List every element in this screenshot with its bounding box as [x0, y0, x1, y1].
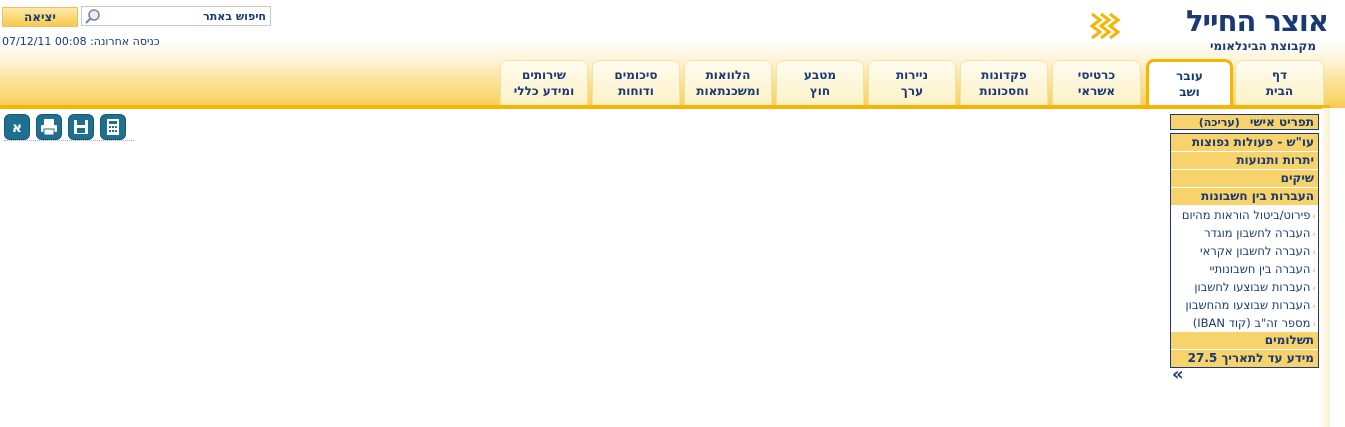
bullet-icon: › [1312, 320, 1316, 330]
bullet-icon: › [1312, 212, 1316, 222]
search-box [81, 6, 271, 26]
menu-category-balances[interactable]: יתרות ותנועות [1171, 152, 1318, 170]
brand-name: אוצר החייל [1185, 4, 1329, 38]
tab-label-line2: ומשכנתאות [696, 84, 760, 98]
menu-item-label: העברה לחשבון מוגדר [1204, 226, 1311, 240]
tab-label-line2: ושב [1179, 85, 1200, 99]
tab-label-line2: ודוחות [618, 84, 654, 98]
brand-logo[interactable]: אוצר החייל מקבוצת הבינלאומי [1088, 4, 1329, 56]
toolbar-divider [4, 140, 134, 141]
menu-category-info[interactable]: מידע עד לתאריך 27.5 [1171, 350, 1318, 367]
tab-current-account[interactable]: עובר ושב [1146, 59, 1233, 107]
tab-label-line1: עובר [1176, 69, 1203, 83]
tab-label-line2: ערך [900, 84, 924, 98]
page-toolbar: א [4, 113, 134, 141]
accessibility-icon[interactable]: א [4, 114, 30, 140]
tabs-underline [0, 105, 1330, 109]
tab-securities[interactable]: ניירות ערך [868, 60, 956, 105]
calculator-icon[interactable] [100, 114, 126, 140]
menu-item-standing-orders[interactable]: ›פירוט/ביטול הוראות מהיום [1171, 206, 1318, 224]
save-icon[interactable] [68, 114, 94, 140]
menu-category-frequent[interactable]: עו"ש - פעולות נפוצות [1171, 134, 1318, 152]
tab-label-line1: הלוואות [705, 68, 751, 82]
bullet-icon: › [1312, 248, 1316, 258]
tab-label-line1: דף [1271, 68, 1288, 82]
menu-item-transfer-random[interactable]: ›העברה לחשבון אקראי [1171, 242, 1318, 260]
personal-menu-header[interactable]: תפריט אישי (עריכה) [1170, 114, 1319, 130]
tab-foreign-currency[interactable]: מטבע חוץ [776, 60, 864, 105]
tab-label-line1: כרטיסי [1077, 68, 1116, 82]
main-tabs: דף הבית עובר ושב כרטיסי אשראי פקדונות וח… [0, 59, 1345, 107]
tab-label-line2: אשראי [1077, 84, 1116, 98]
edit-link[interactable]: (עריכה) [1198, 116, 1240, 129]
menu-item-label: העברות שבוצעו לחשבון [1194, 280, 1311, 294]
tab-label-line2: חוץ [809, 84, 831, 98]
menu-category-checks[interactable]: שיקים [1171, 170, 1318, 188]
svg-text:א: א [12, 120, 22, 136]
bullet-icon: › [1312, 230, 1316, 240]
bullet-icon: › [1312, 302, 1316, 312]
right-side-strip [1322, 108, 1330, 427]
tab-label-line2: הבית [1265, 84, 1294, 98]
tab-home[interactable]: דף הבית [1235, 60, 1324, 105]
bullet-icon: › [1312, 266, 1316, 276]
exit-button[interactable]: יציאה [2, 7, 78, 27]
tab-label-line1: פקדונות [981, 68, 1027, 82]
bullet-icon: › [1312, 284, 1316, 294]
last-login-text: כניסה אחרונה: 00:08 07/12/11 [2, 35, 160, 48]
collapse-menu-icon[interactable]: « [1172, 364, 1184, 385]
menu-item-transfers-from[interactable]: ›העברות שבוצעו מהחשבון [1171, 296, 1318, 314]
menu-item-transfers-to[interactable]: ›העברות שבוצעו לחשבון [1171, 278, 1318, 296]
menu-item-label: העברות שבוצעו מהחשבון [1185, 298, 1311, 312]
tab-loans-mortgages[interactable]: הלוואות ומשכנתאות [684, 60, 772, 105]
menu-item-label: מספר זה"ב (קוד IBAN) [1192, 316, 1311, 330]
search-icon[interactable] [84, 8, 102, 25]
tab-label-line1: סיכומים [614, 68, 658, 82]
tab-credit-cards[interactable]: כרטיסי אשראי [1052, 60, 1141, 105]
tab-label-line1: ניירות [895, 68, 929, 82]
menu-category-transfers[interactable]: העברות בין חשבונות [1171, 188, 1318, 206]
brand-tagline: מקבוצת הבינלאומי [1209, 39, 1316, 53]
menu-item-iban[interactable]: ›מספר זה"ב (קוד IBAN) [1171, 314, 1318, 332]
menu-item-transfer-defined[interactable]: ›העברה לחשבון מוגדר [1171, 224, 1318, 242]
tab-deposits[interactable]: פקדונות וחסכונות [960, 60, 1048, 105]
tab-label-line1: מטבע [803, 68, 837, 82]
menu-box: עו"ש - פעולות נפוצות יתרות ותנועות שיקים… [1170, 133, 1319, 368]
menu-item-label: העברה בין חשבונותיי [1209, 262, 1311, 276]
personal-menu-label: תפריט אישי [1249, 115, 1314, 129]
menu-category-payments[interactable]: תשלומים [1171, 332, 1318, 350]
tab-summaries-reports[interactable]: סיכומים ודוחות [592, 60, 680, 105]
side-menu: תפריט אישי (עריכה) עו"ש - פעולות נפוצות … [1170, 114, 1319, 368]
menu-item-transfer-own[interactable]: ›העברה בין חשבונותיי [1171, 260, 1318, 278]
tab-label-line2: וחסכונות [979, 84, 1029, 98]
tab-label-line1: שירותים [521, 68, 567, 82]
search-input[interactable] [104, 7, 266, 25]
tab-label-line2: ומידע כללי [513, 84, 575, 98]
print-icon[interactable] [36, 114, 62, 140]
menu-item-label: העברה לחשבון אקראי [1200, 244, 1311, 258]
logo-chevron-icon [1089, 12, 1121, 40]
tab-services-info[interactable]: שירותים ומידע כללי [500, 60, 588, 105]
menu-item-label: פירוט/ביטול הוראות מהיום [1181, 208, 1311, 222]
